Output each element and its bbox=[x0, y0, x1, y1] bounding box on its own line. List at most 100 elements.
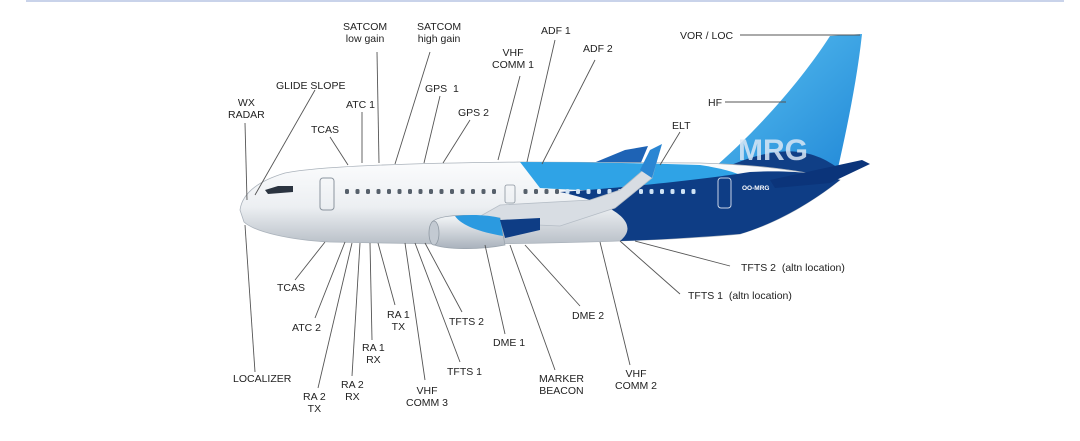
label-atc-1: ATC 1 bbox=[346, 99, 375, 111]
leader-ra1tx bbox=[377, 242, 396, 306]
label-ra-2-tx: RA 2 TX bbox=[303, 391, 326, 415]
label-ra-2-rx: RA 2 RX bbox=[341, 379, 364, 403]
cabin-window bbox=[523, 189, 528, 194]
leader-tfts2-altn bbox=[634, 240, 731, 267]
cabin-window bbox=[691, 189, 696, 194]
label-tcas-bottom: TCAS bbox=[277, 282, 306, 294]
label-satcom-low-gain: SATCOM low gain bbox=[343, 21, 388, 45]
label-atc-2: ATC 2 bbox=[292, 322, 321, 334]
label-adf-2: ADF 2 bbox=[583, 43, 613, 55]
winglet bbox=[640, 144, 662, 178]
label-tfts-1: TFTS 1 bbox=[447, 366, 483, 378]
label-tfts-1-altn: TFTS 1 (altn location) bbox=[688, 290, 792, 302]
leader-elt bbox=[659, 131, 681, 166]
label-dme-2: DME 2 bbox=[572, 310, 605, 322]
leader-tcas-top bbox=[329, 136, 349, 166]
cockpit-windows bbox=[265, 186, 293, 194]
horizontal-stabilizer bbox=[770, 160, 870, 188]
label-localizer: LOCALIZER bbox=[233, 373, 292, 385]
leader-vhf2 bbox=[599, 241, 631, 366]
cabin-window bbox=[408, 189, 412, 194]
leader-satcom-low bbox=[376, 51, 380, 164]
cabin-window bbox=[670, 189, 675, 194]
cabin-window bbox=[586, 189, 591, 194]
leader-tfts2 bbox=[424, 242, 463, 313]
engine-intake bbox=[428, 220, 440, 246]
engine-livery bbox=[455, 214, 503, 236]
leader-vhf3 bbox=[404, 242, 426, 381]
label-adf-1: ADF 1 bbox=[541, 25, 571, 37]
leader-localizer bbox=[244, 224, 256, 373]
label-satcom-high-gain: SATCOM high gain bbox=[417, 21, 462, 45]
registration-mark: OO-MRG bbox=[742, 185, 769, 192]
cabin-window bbox=[649, 189, 654, 194]
engine-pylon bbox=[500, 218, 540, 238]
cabin-window bbox=[639, 189, 643, 194]
label-vhf-comm-2: VHF COMM 2 bbox=[615, 368, 657, 392]
cabin-windows bbox=[345, 189, 696, 194]
leader-tfts1-altn bbox=[619, 240, 681, 295]
leader-dme1 bbox=[484, 244, 506, 335]
leader-ra1rx bbox=[369, 242, 373, 341]
leader-ra2tx bbox=[317, 242, 353, 389]
label-hf: HF bbox=[708, 97, 722, 109]
label-tfts-2: TFTS 2 bbox=[449, 316, 485, 328]
leader-marker bbox=[509, 244, 556, 371]
cabin-window bbox=[471, 189, 475, 194]
leader-ra2rx bbox=[351, 242, 361, 377]
cabin-window bbox=[481, 189, 486, 194]
label-elt: ELT bbox=[672, 120, 691, 132]
label-glide-slope: GLIDE SLOPE bbox=[276, 80, 346, 92]
overwing-exit bbox=[504, 184, 516, 204]
leader-tcas-bot bbox=[294, 241, 326, 281]
cabin-window bbox=[544, 189, 549, 194]
cabin-window bbox=[460, 189, 465, 194]
cabin-window bbox=[397, 189, 402, 194]
leader-vhf1 bbox=[497, 75, 521, 161]
label-vor-loc: VOR / LOC bbox=[680, 30, 734, 42]
cabin-window bbox=[429, 189, 433, 194]
label-wx-radar: WX RADAR bbox=[228, 97, 265, 121]
leader-adf1 bbox=[526, 39, 556, 163]
leader-tfts1 bbox=[414, 242, 461, 363]
leader-gps1 bbox=[423, 95, 441, 164]
label-tcas-top: TCAS bbox=[311, 124, 340, 136]
cabin-window bbox=[597, 189, 601, 194]
cabin-window bbox=[450, 189, 454, 194]
forward-door bbox=[319, 177, 335, 211]
label-vhf-comm-3: VHF COMM 3 bbox=[406, 385, 448, 409]
leader-glide bbox=[254, 89, 316, 196]
cabin-window bbox=[345, 189, 349, 194]
cabin-window bbox=[681, 189, 685, 194]
cabin-window bbox=[439, 189, 444, 194]
label-ra-1-tx: RA 1 TX bbox=[387, 309, 410, 333]
aft-door bbox=[717, 177, 732, 209]
cabin-window bbox=[366, 189, 370, 194]
leader-gps2 bbox=[442, 119, 471, 164]
label-dme-1: DME 1 bbox=[493, 337, 526, 349]
leader-atc2 bbox=[314, 241, 346, 319]
label-gps-1: GPS 1 bbox=[425, 83, 459, 95]
cabin-window bbox=[534, 189, 538, 194]
leader-wx bbox=[244, 122, 248, 201]
leader-satcom-high bbox=[394, 51, 431, 165]
cabin-window bbox=[418, 189, 423, 194]
tail-fin bbox=[702, 34, 862, 185]
airline-logo: MRG bbox=[738, 134, 808, 167]
cabin-window bbox=[355, 189, 360, 194]
cabin-window bbox=[660, 189, 664, 194]
cabin-window bbox=[555, 189, 559, 194]
top-divider bbox=[26, 0, 1064, 2]
leader-lines bbox=[244, 34, 860, 389]
leader-dme2 bbox=[524, 244, 581, 307]
cabin-window bbox=[576, 189, 580, 194]
cabin-window bbox=[492, 189, 496, 194]
leader-adf2 bbox=[541, 59, 596, 165]
cabin-window bbox=[376, 189, 381, 194]
label-tfts-2-altn: TFTS 2 (altn location) bbox=[741, 262, 845, 274]
label-marker-beacon: MARKER BEACON bbox=[539, 373, 584, 397]
label-gps-2: GPS 2 bbox=[458, 107, 489, 119]
label-ra-1-rx: RA 1 RX bbox=[362, 342, 385, 366]
